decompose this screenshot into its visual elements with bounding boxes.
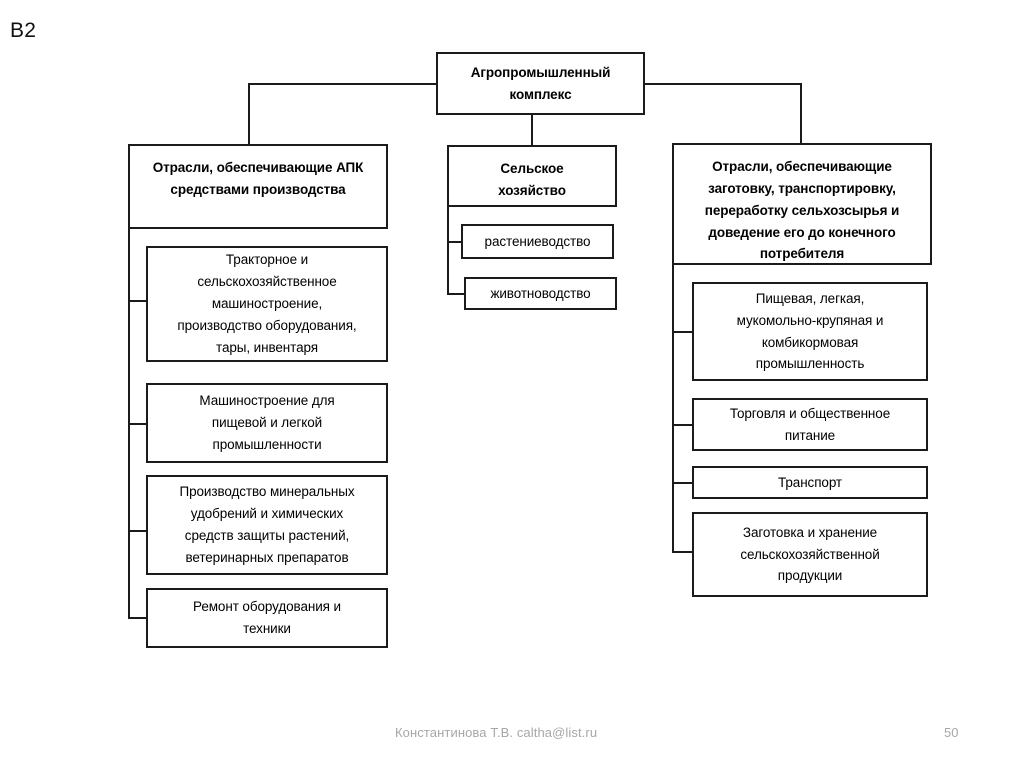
node-agriculture-child-1[interactable]: растениеводство bbox=[461, 224, 614, 259]
node-supply-child-4[interactable]: Ремонт оборудования и техники bbox=[146, 588, 388, 648]
connector-supply-stub-1 bbox=[128, 300, 148, 302]
footer-credit: Константинова Т.В. caltha@list.ru bbox=[395, 725, 598, 740]
connector-supply-stub-4 bbox=[128, 617, 148, 619]
connector-agriculture-stub-2 bbox=[447, 293, 464, 295]
node-branch-agriculture-label: Сельское хозяйство bbox=[498, 161, 566, 198]
connector-root-right-vertical bbox=[800, 83, 802, 145]
node-supply-child-2-label: Машиностроение для пищевой и легкой пром… bbox=[199, 393, 335, 452]
connector-processing-stub-1 bbox=[672, 331, 692, 333]
node-supply-child-2[interactable]: Машиностроение для пищевой и легкой пром… bbox=[146, 383, 388, 463]
node-root-agro-industrial-complex[interactable]: Агропромышленный комплекс bbox=[436, 52, 645, 115]
connector-root-left-vertical bbox=[248, 83, 250, 145]
node-supply-child-1[interactable]: Тракторное и сельскохозяйственное машино… bbox=[146, 246, 388, 362]
node-processing-child-3-label: Транспорт bbox=[777, 474, 843, 490]
connector-agriculture-stub-1 bbox=[447, 241, 461, 243]
node-processing-child-2[interactable]: Торговля и общественное питание bbox=[692, 398, 928, 451]
connector-agriculture-spine bbox=[447, 206, 449, 295]
node-processing-child-4-label: Заготовка и хранение сельскохозяйственно… bbox=[740, 524, 880, 584]
node-root-label: Агропромышленный комплекс bbox=[470, 64, 611, 102]
connector-root-left-horizontal bbox=[248, 83, 436, 85]
connector-supply-stub-2 bbox=[128, 423, 148, 425]
node-branch-supply[interactable]: Отрасли, обеспечивающие АПК средствами п… bbox=[128, 144, 388, 229]
connector-root-to-agriculture bbox=[531, 115, 533, 145]
node-branch-agriculture[interactable]: Сельское хозяйство bbox=[447, 145, 617, 207]
node-agriculture-child-2[interactable]: животноводство bbox=[464, 277, 617, 310]
node-processing-child-2-label: Торговля и общественное питание bbox=[729, 405, 891, 443]
node-supply-child-3-label: Производство минеральных удобрений и хим… bbox=[179, 484, 355, 565]
node-processing-child-1-label: Пищевая, легкая, мукомольно-крупяная и к… bbox=[736, 290, 884, 372]
node-supply-child-4-label: Ремонт оборудования и техники bbox=[193, 599, 341, 636]
connector-processing-spine bbox=[672, 263, 674, 553]
node-branch-supply-label: Отрасли, обеспечивающие АПК средствами п… bbox=[152, 160, 364, 197]
connector-supply-stub-3 bbox=[128, 530, 148, 532]
node-processing-child-4[interactable]: Заготовка и хранение сельскохозяйственно… bbox=[692, 512, 928, 597]
node-agriculture-child-1-label: растениеводство bbox=[484, 233, 591, 249]
footer-page-number: 50 bbox=[944, 725, 959, 740]
connector-processing-stub-3 bbox=[672, 482, 692, 484]
node-processing-child-3[interactable]: Транспорт bbox=[692, 466, 928, 499]
connector-processing-stub-4 bbox=[672, 551, 692, 553]
slide-label: B2 bbox=[10, 19, 37, 42]
node-branch-processing-label: Отрасли, обеспечивающие заготовку, транс… bbox=[704, 159, 900, 262]
node-processing-child-1[interactable]: Пищевая, легкая, мукомольно-крупяная и к… bbox=[692, 282, 928, 381]
node-agriculture-child-2-label: животноводство bbox=[490, 285, 591, 301]
node-supply-child-3[interactable]: Производство минеральных удобрений и хим… bbox=[146, 475, 388, 575]
node-supply-child-1-label: Тракторное и сельскохозяйственное машино… bbox=[177, 252, 357, 355]
node-branch-processing[interactable]: Отрасли, обеспечивающие заготовку, транс… bbox=[672, 143, 932, 265]
connector-processing-stub-2 bbox=[672, 424, 692, 426]
connector-root-right-horizontal bbox=[645, 83, 802, 85]
